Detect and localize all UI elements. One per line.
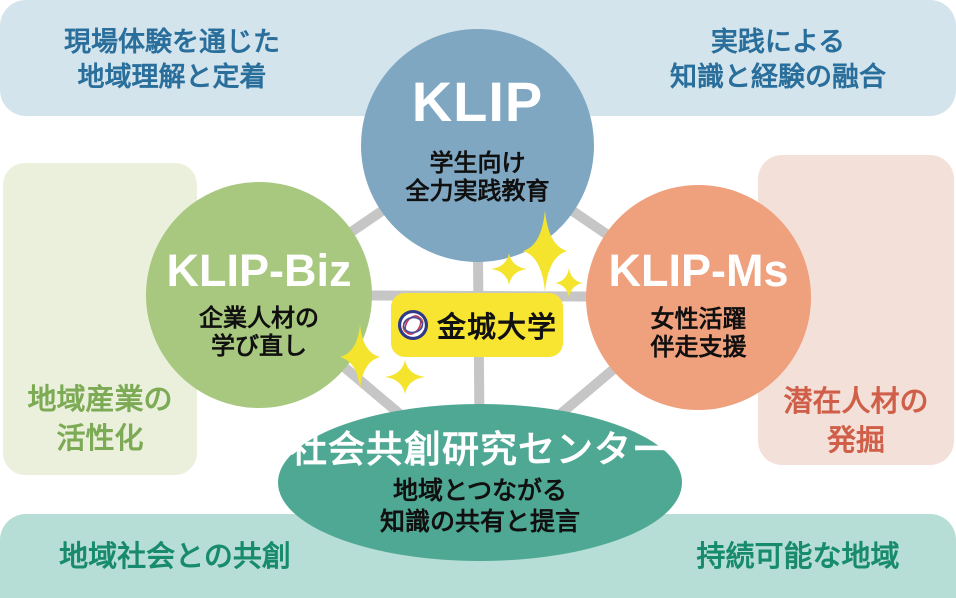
caption-line: 学び直し xyxy=(211,333,307,360)
caption-line: 潜在人材の xyxy=(783,386,929,418)
node-research-center: 社会共創研究センター 地域とつながる 知識の共有と提言 xyxy=(278,404,682,561)
caption-line: 地域とつながる xyxy=(392,477,567,505)
caption-line: 発掘 xyxy=(826,425,885,457)
right-outcome-caption: 潜在人材の 発掘 xyxy=(758,383,954,461)
caption-line: 全力実践教育 xyxy=(405,178,550,205)
university-badge: 金城大学 xyxy=(391,293,563,357)
caption-line: 知識の共有と提言 xyxy=(379,508,580,536)
caption-line: 女性活躍 xyxy=(650,306,747,333)
globe-swirl-icon xyxy=(397,309,429,341)
node-klip-ms-title: KLIP-Ms xyxy=(608,245,789,296)
caption-line: 現場体験を通じた xyxy=(64,27,280,57)
node-klip-biz: KLIP-Biz 企業人材の 学び直し xyxy=(146,182,372,408)
node-klip: KLIP 学生向け 全力実践教育 xyxy=(361,29,594,262)
node-klip-title: KLIP xyxy=(411,70,544,133)
top-band: 現場体験を通じた 地域理解と定着 実践による 知識と経験の融合 xyxy=(0,0,956,116)
node-klip-ms: KLIP-Ms 女性活躍 伴走支援 xyxy=(586,185,811,410)
caption-line: 地域産業の xyxy=(27,384,173,416)
caption-line: 活性化 xyxy=(56,423,144,455)
top-right-caption: 実践による 知識と経験の融合 xyxy=(628,25,928,95)
node-research-center-subtitle: 地域とつながる 知識の共有と提言 xyxy=(278,476,682,538)
node-klip-subtitle: 学生向け 全力実践教育 xyxy=(361,150,594,206)
top-left-caption: 現場体験を通じた 地域理解と定着 xyxy=(22,25,322,95)
university-badge-label: 金城大学 xyxy=(436,312,557,344)
left-outcome-caption: 地域産業の 活性化 xyxy=(3,381,197,459)
bottom-right-caption: 持続可能な地域 xyxy=(696,541,900,573)
node-klip-biz-subtitle: 企業人材の 学び直し xyxy=(146,305,372,361)
caption-line: 学生向け xyxy=(429,150,526,177)
caption-line: 知識と経験の融合 xyxy=(670,62,886,92)
caption-line: 地域理解と定着 xyxy=(77,62,267,92)
node-klip-biz-title: KLIP-Biz xyxy=(166,245,352,296)
caption-line: 企業人材の xyxy=(199,305,319,332)
sparkle-icon xyxy=(555,268,583,298)
caption-line: 実践による xyxy=(710,27,846,57)
sparkle-icon xyxy=(385,360,425,394)
bottom-left-caption: 地域社会との共創 xyxy=(59,541,291,573)
caption-line: 伴走支援 xyxy=(650,334,747,361)
node-research-center-title: 社会共創研究センター xyxy=(290,429,670,470)
node-klip-ms-subtitle: 女性活躍 伴走支援 xyxy=(586,306,811,362)
